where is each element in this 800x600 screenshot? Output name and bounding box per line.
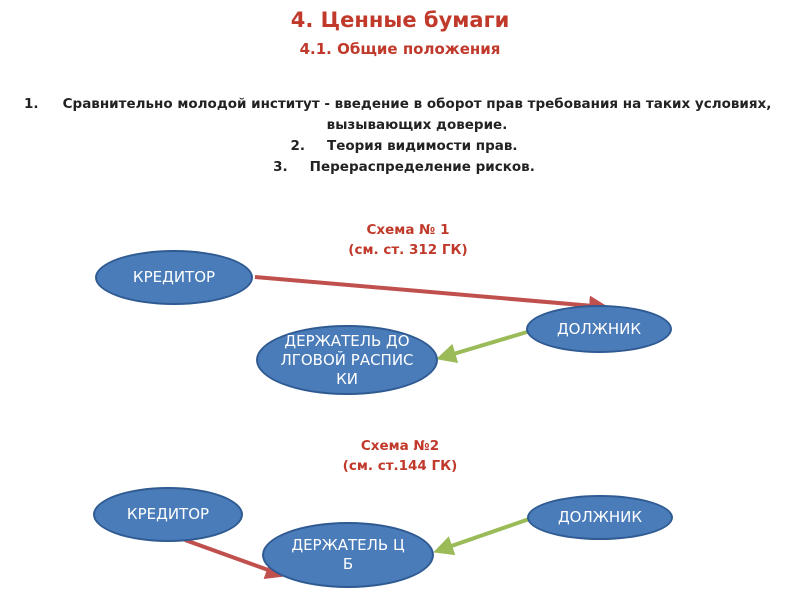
list-item-text: Теория видимости прав. — [326, 138, 518, 154]
scheme1-ref: (см. ст. 312 ГК) — [348, 242, 468, 258]
list-item: 1. Сравнительно молодой институт - введе… — [24, 94, 784, 136]
scheme1-creditor-node: КРЕДИТОР — [95, 250, 253, 305]
arrow-creditor-to-holder-2 — [184, 538, 286, 579]
list-item-number: 2. — [290, 138, 305, 154]
scheme2-debtor-label: ДОЛЖНИК — [557, 508, 643, 526]
list-item-text: Сравнительно молодой институт - введение… — [62, 96, 772, 133]
scheme1-debtor-label: ДОЛЖНИК — [556, 319, 642, 338]
page-subtitle: 4.1. Общие положения — [299, 40, 501, 58]
list-item-number: 3. — [273, 159, 288, 175]
scheme2-holder-node: ДЕРЖАТЕЛЬ ЦБ — [262, 522, 434, 588]
list-item: 2. Теория видимости прав. — [24, 136, 784, 157]
page-title: 4. Ценные бумаги — [290, 8, 510, 32]
list-item: 3. Перераспределение рисков. — [24, 157, 784, 178]
arrow-creditor-to-debtor-1 — [254, 275, 609, 316]
scheme1-holder-node: ДЕРЖАТЕЛЬ ДОЛГОВОЙ РАСПИСКИ — [256, 325, 438, 395]
arrow-debtor-to-holder-1 — [436, 330, 528, 363]
list-item-number: 1. — [24, 96, 39, 112]
scheme2-heading: Схема №2 (см. ст.144 ГК) — [0, 436, 800, 476]
scheme1-heading: Схема № 1 (см. ст. 312 ГК) — [8, 220, 800, 260]
scheme2-holder-label: ДЕРЖАТЕЛЬ ЦБ — [291, 536, 405, 573]
list-item-text: Перераспределение рисков. — [309, 159, 535, 175]
scheme1-holder-label: ДЕРЖАТЕЛЬ ДОЛГОВОЙ РАСПИСКИ — [280, 331, 414, 388]
scheme2-title: Схема №2 — [360, 438, 440, 454]
scheme1-debtor-node: ДОЛЖНИК — [526, 305, 672, 353]
scheme1-creditor-label: КРЕДИТОР — [132, 268, 216, 286]
scheme1-title: Схема № 1 — [366, 222, 450, 238]
scheme2-ref: (см. ст.144 ГК) — [342, 458, 458, 474]
scheme2-debtor-node: ДОЛЖНИК — [527, 495, 673, 540]
scheme2-creditor-node: КРЕДИТОР — [93, 487, 243, 542]
arrow-debtor-to-holder-2 — [433, 516, 533, 556]
scheme2-creditor-label: КРЕДИТОР — [126, 505, 210, 523]
